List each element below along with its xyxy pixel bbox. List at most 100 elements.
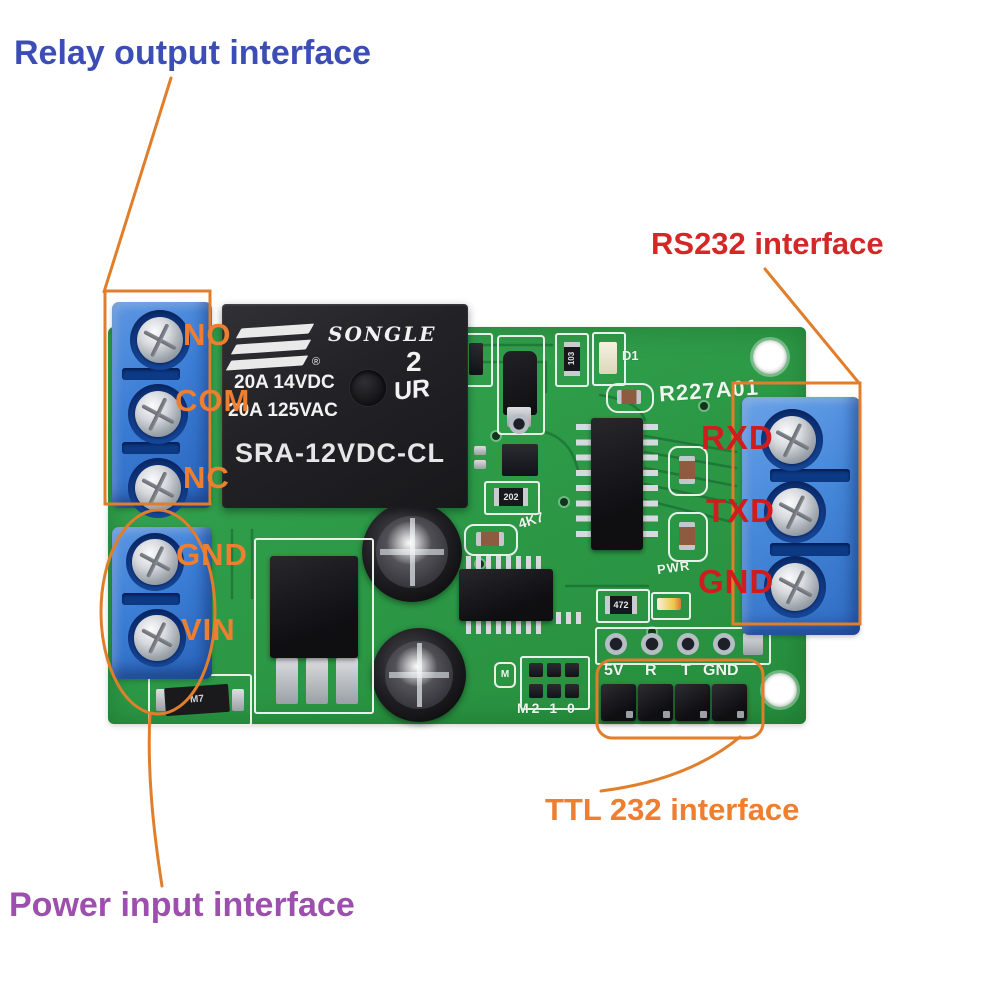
through-hole <box>677 633 699 655</box>
jumper-pin <box>565 663 579 677</box>
terminal-no <box>130 310 190 370</box>
pwr-led <box>657 598 681 610</box>
ic-rs232-driver <box>576 416 658 552</box>
ttl-header-pin <box>712 684 747 721</box>
smd-resistor <box>617 390 641 404</box>
jumper-pin <box>565 684 579 698</box>
terminal-screw <box>134 615 180 661</box>
pin-label-rxd: RXD <box>701 419 774 456</box>
solder-pad <box>474 446 486 455</box>
terminal-screw <box>136 316 184 364</box>
voltage-regulator <box>270 556 358 658</box>
ic-pins <box>466 556 546 569</box>
pin-label-txd: TXD <box>706 492 775 529</box>
via <box>700 402 708 410</box>
smd-resistor <box>679 456 695 484</box>
through-hole <box>605 633 627 655</box>
relay-brand: SONGLE <box>328 322 437 346</box>
diode-m7: M7 <box>164 683 230 717</box>
jumper-header-frame <box>520 656 590 710</box>
led-d1-frame <box>592 332 626 386</box>
songle-logo <box>225 355 309 371</box>
smd-resistor-103-frame: 103 <box>555 333 589 387</box>
power-input-leader-line <box>147 711 164 888</box>
mounting-hole-bottom-right <box>763 673 797 707</box>
solder-pad <box>743 633 763 655</box>
ic-body <box>591 418 643 550</box>
smd-resistor <box>679 522 695 550</box>
jumper-pin <box>547 663 561 677</box>
ttl-header-pin <box>601 684 636 721</box>
solder-pad <box>232 689 244 711</box>
terminal-screw <box>132 539 178 585</box>
power-input-title: Power input interface <box>9 886 355 924</box>
smd-resistor-472-frame: 472 <box>596 589 650 623</box>
mounting-hole-top-right <box>753 340 787 374</box>
via <box>560 498 568 506</box>
via <box>492 432 500 440</box>
terminal-divider <box>122 442 180 454</box>
ttl-leader-line <box>599 735 742 793</box>
solder-pads <box>556 612 586 624</box>
solder-pad <box>474 460 486 469</box>
solder-pad <box>509 414 529 434</box>
pin-label-gnd-rs232: GND <box>698 563 775 600</box>
smd-resistor-frame <box>606 383 654 413</box>
silkscreen-m-mark: M <box>494 662 516 688</box>
smd-resistor-frame <box>464 524 518 556</box>
smd-resistor-frame <box>668 446 708 496</box>
relay-rating-2: 20A 125VAC <box>228 400 338 421</box>
ttl232-title: TTL 232 interface <box>545 792 800 827</box>
capacitor-reflection <box>386 522 432 564</box>
ttl-header-pin <box>638 684 673 721</box>
electrolytic-capacitor <box>362 502 462 602</box>
transistor-silkscreen-frame <box>497 335 545 435</box>
ttl-pin-label-5v: 5V <box>604 662 624 679</box>
smd-resistor-202-frame: 202 <box>484 481 540 515</box>
smd-103-code: 103 <box>567 351 577 366</box>
ttl-pin-label-gnd: GND <box>703 662 739 679</box>
jumper-pin <box>547 684 561 698</box>
ic-pins <box>576 424 591 546</box>
relay-rating-1: 20A 14VDC <box>234 372 335 393</box>
relay-model: SRA-12VDC-CL <box>235 438 446 468</box>
terminal-screw <box>770 562 820 612</box>
terminal-divider <box>770 469 850 482</box>
smd-component <box>469 343 483 375</box>
terminal-nc <box>128 458 188 518</box>
transistor <box>503 351 537 415</box>
capacitor-reflection <box>394 646 438 687</box>
relay-type-number: 2 <box>406 346 422 377</box>
led-d1 <box>599 342 617 374</box>
jumper-pin <box>529 684 543 698</box>
pwr-led-frame <box>651 592 691 620</box>
terminal-vin <box>128 609 186 667</box>
relay: ® SONGLE 2 UR 20A 14VDC 20A 125VAC SRA-1… <box>222 304 468 508</box>
smd-resistor-frame <box>668 512 708 562</box>
ic-pins <box>643 424 658 546</box>
pin-label-nc: NC <box>183 460 230 495</box>
regulator-lead <box>336 658 358 704</box>
pin-label-vin: VIN <box>181 612 236 647</box>
smd-resistor-472: 472 <box>605 596 637 614</box>
smd-resistor-202: 202 <box>494 488 528 506</box>
ul-recognized-mark: UR <box>394 374 431 406</box>
smd-resistor <box>476 532 504 546</box>
pin-label-no: NO <box>183 317 232 352</box>
terminal-divider <box>770 543 850 556</box>
diode-m7-frame: M7 <box>148 674 252 726</box>
terminal-screw <box>767 415 817 465</box>
relay-dimple <box>350 370 386 406</box>
regulator-lead <box>306 658 328 704</box>
jumper-pin <box>529 663 543 677</box>
terminal-screw <box>134 464 182 512</box>
smd-resistor-103: 103 <box>564 342 580 376</box>
songle-logo <box>235 323 315 339</box>
ic-pins <box>466 621 546 634</box>
terminal-divider <box>122 593 180 605</box>
through-hole <box>641 633 663 655</box>
ttl-pin-label-r: R <box>645 662 657 679</box>
regulator-silkscreen-frame <box>254 538 374 714</box>
regulator-lead <box>276 658 298 704</box>
